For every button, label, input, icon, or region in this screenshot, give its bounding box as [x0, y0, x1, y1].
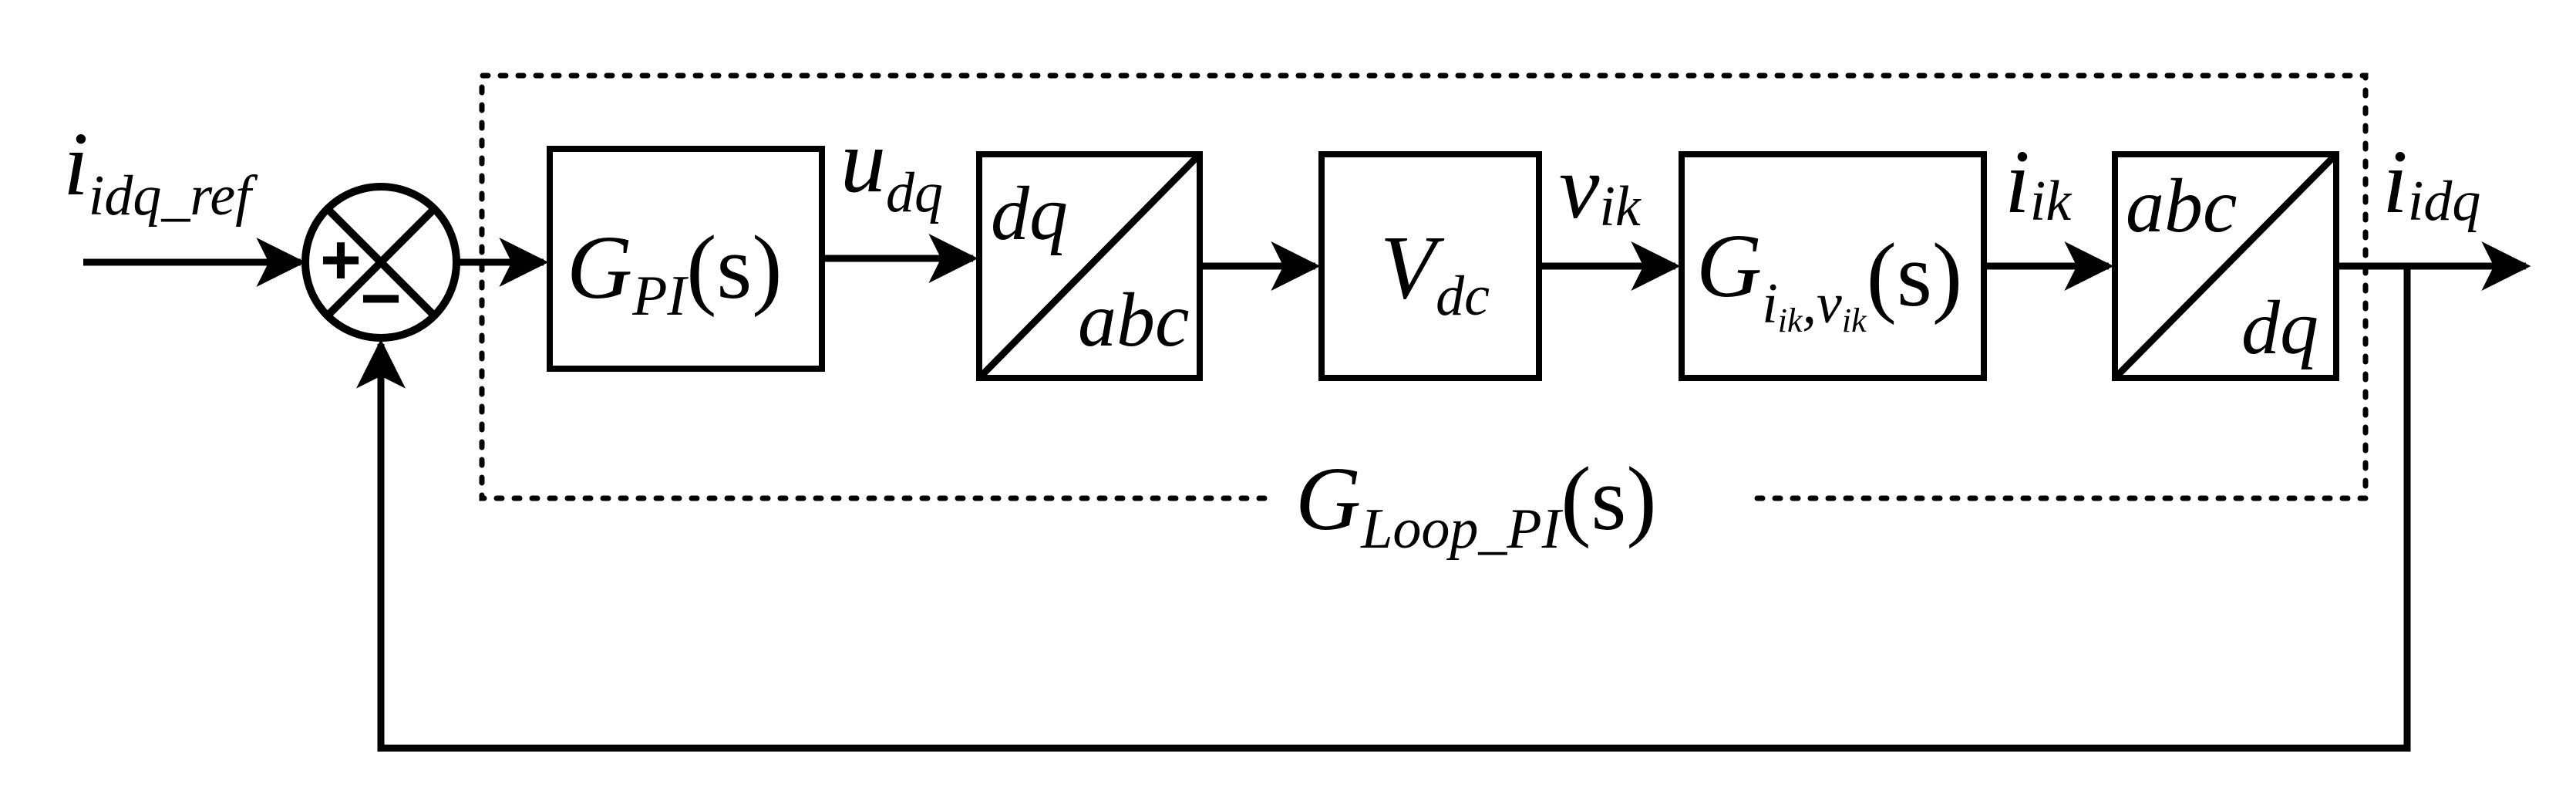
abc-label-2: abc [2126, 163, 2237, 248]
pi-controller-label: GPI(s) [567, 217, 783, 328]
udq-signal-label: udq [840, 110, 943, 224]
vik-signal-label: vik [1559, 137, 1642, 238]
dq-abc-transform-block [976, 151, 1203, 381]
iik-signal-label: iik [2005, 131, 2072, 233]
loop-boundary [479, 73, 2369, 501]
dq-label-2: dq [2241, 285, 2318, 370]
plant-label: Giik,vik(s) [1696, 215, 1962, 339]
abc-dq-transform-block [2112, 151, 2339, 381]
minus-sign: − [360, 259, 402, 338]
pi-controller-block [547, 146, 825, 372]
dq-label: dq [991, 170, 1068, 256]
loop-transfer-label: GLoop_PI(s) [1295, 448, 1657, 561]
reference-signal-label: iidq_ref [63, 113, 258, 228]
vdc-block [1318, 151, 1542, 381]
feedback-line [356, 266, 2411, 752]
output-signal-label: iidq [2382, 131, 2480, 233]
plus-sign: + [320, 221, 362, 299]
vdc-label: Vdc [1380, 217, 1490, 328]
abc-label: abc [1078, 277, 1189, 363]
summing-junction: + − [301, 183, 460, 342]
